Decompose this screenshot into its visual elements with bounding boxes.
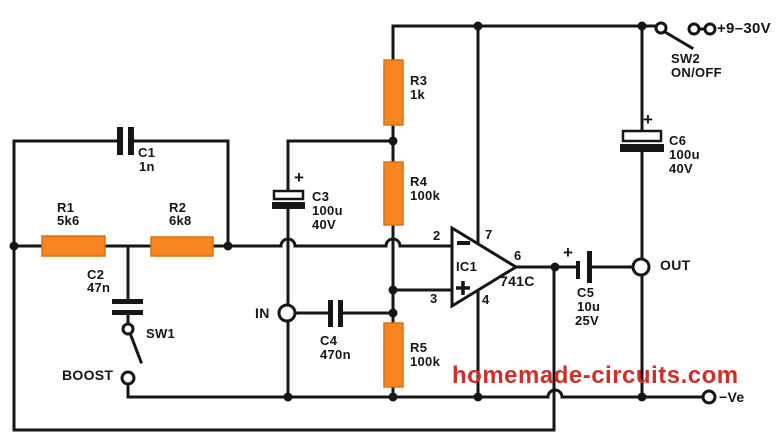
- c2-value-label: 47n: [87, 280, 111, 295]
- sw1-blade: [128, 331, 143, 364]
- capacitor-c1-plate-right: [128, 127, 134, 155]
- c2-ref-label: C2: [87, 267, 105, 282]
- capacitor-c2-plate-top: [112, 299, 143, 304]
- opamp-pin2-label: 2: [433, 228, 441, 243]
- opamp-pin4-label: 4: [482, 292, 490, 307]
- r2-value-label: 6k8: [169, 213, 192, 228]
- supply-terminal-icon: [703, 22, 717, 36]
- opamp-part-label: 741C: [500, 273, 535, 289]
- c6-voltage-label: 40V: [669, 161, 694, 176]
- wire-c1-to-node: [132, 139, 230, 248]
- junction-dot: [388, 308, 398, 318]
- sw1-pivot-icon: [121, 322, 135, 336]
- r5-value-label: 100k: [410, 354, 441, 369]
- capacitor-c6-plate-pos: [621, 129, 663, 143]
- c4-value-label: 470n: [320, 347, 351, 362]
- junction-dot: [473, 392, 483, 402]
- boost-terminal-icon: [120, 370, 136, 386]
- c3-ref-label: C3: [312, 189, 330, 204]
- r3-ref-label: R3: [410, 73, 428, 88]
- junction-dot: [637, 21, 647, 31]
- boost-label: BOOST: [62, 367, 114, 383]
- c6-plus-sign: +: [643, 110, 653, 129]
- junction-dot: [550, 262, 560, 272]
- c3-plus-sign: +: [294, 168, 304, 187]
- junction-dot: [637, 392, 647, 402]
- wire-feedback-loop: [12, 139, 556, 432]
- junction-dot: [283, 392, 293, 402]
- c6-value-label: 100u: [669, 147, 700, 162]
- capacitor-c5-plate-neg: [576, 261, 580, 279]
- c3-voltage-label: 40V: [312, 217, 337, 232]
- supply-terminal-icon: [687, 22, 701, 36]
- capacitor-c4-plate-right: [338, 300, 343, 327]
- opamp-pin3-label: 3: [430, 291, 438, 306]
- resistor-r4-body: [383, 161, 404, 226]
- capacitor-c2-plate-bottom: [112, 310, 143, 315]
- r5-ref-label: R5: [410, 340, 428, 355]
- opamp-ref-label: IC1: [456, 259, 478, 274]
- sw2-mode-label: ON/OFF: [671, 65, 722, 80]
- sw2-blade: [662, 29, 695, 51]
- capacitor-c6-plate-neg: [620, 144, 664, 152]
- junction-dot: [388, 392, 398, 402]
- noninverting-plus-icon: [456, 281, 470, 295]
- opamp-pin7-label: 7: [485, 227, 493, 242]
- r1-value-label: 5k6: [57, 213, 80, 228]
- resistor-r2-body: [150, 236, 214, 257]
- capacitor-c4-plate-left: [328, 300, 333, 327]
- out-label: OUT: [660, 257, 691, 273]
- c5-ref-label: C5: [577, 285, 595, 300]
- r2-ref-label: R2: [169, 200, 187, 215]
- sw1-label: SW1: [146, 326, 176, 341]
- negative-supply-label: −Ve: [719, 389, 745, 405]
- out-jack-icon: [631, 257, 651, 277]
- c1-value-label: 1n: [139, 159, 155, 174]
- resistor-r5-body: [383, 322, 404, 388]
- c6-ref-label: C6: [669, 133, 687, 148]
- junction-dot: [9, 241, 19, 251]
- capacitor-c1-plate-left: [117, 127, 123, 155]
- positive-supply-label: +9–30V: [717, 20, 771, 37]
- wire-inverting-row: [12, 237, 454, 248]
- junction-dot: [388, 285, 398, 295]
- junction-dot: [388, 136, 398, 146]
- in-label: IN: [255, 305, 270, 321]
- c1-ref-label: C1: [138, 145, 156, 160]
- r3-value-label: 1k: [410, 87, 426, 102]
- capacitor-c3-plate-neg: [272, 202, 305, 209]
- resistor-r3-body: [383, 59, 404, 126]
- r4-ref-label: R4: [410, 174, 428, 189]
- wire-ground-rail: [126, 388, 705, 399]
- sw2-pivot-icon: [654, 21, 668, 35]
- watermark-text: homemade-circuits.com: [452, 362, 739, 389]
- in-jack-icon: [277, 303, 297, 323]
- junction-dot: [473, 21, 483, 31]
- opamp-pin6-label: 6: [514, 248, 522, 263]
- capacitor-c3-plate-pos: [272, 189, 305, 201]
- c5-plus-sign: +: [563, 243, 573, 262]
- c4-ref-label: C4: [320, 333, 338, 348]
- c5-value-label: 10u: [577, 299, 601, 314]
- resistor-r1-body: [41, 235, 106, 257]
- c3-value-label: 100u: [312, 203, 343, 218]
- r1-ref-label: R1: [57, 200, 75, 215]
- sw2-label: SW2: [671, 51, 701, 66]
- c5-voltage-label: 25V: [575, 313, 600, 328]
- r4-value-label: 100k: [410, 188, 441, 203]
- junction-dot: [223, 241, 233, 251]
- capacitor-c5-plate-pos: [587, 251, 592, 283]
- negative-terminal-icon: [701, 389, 717, 405]
